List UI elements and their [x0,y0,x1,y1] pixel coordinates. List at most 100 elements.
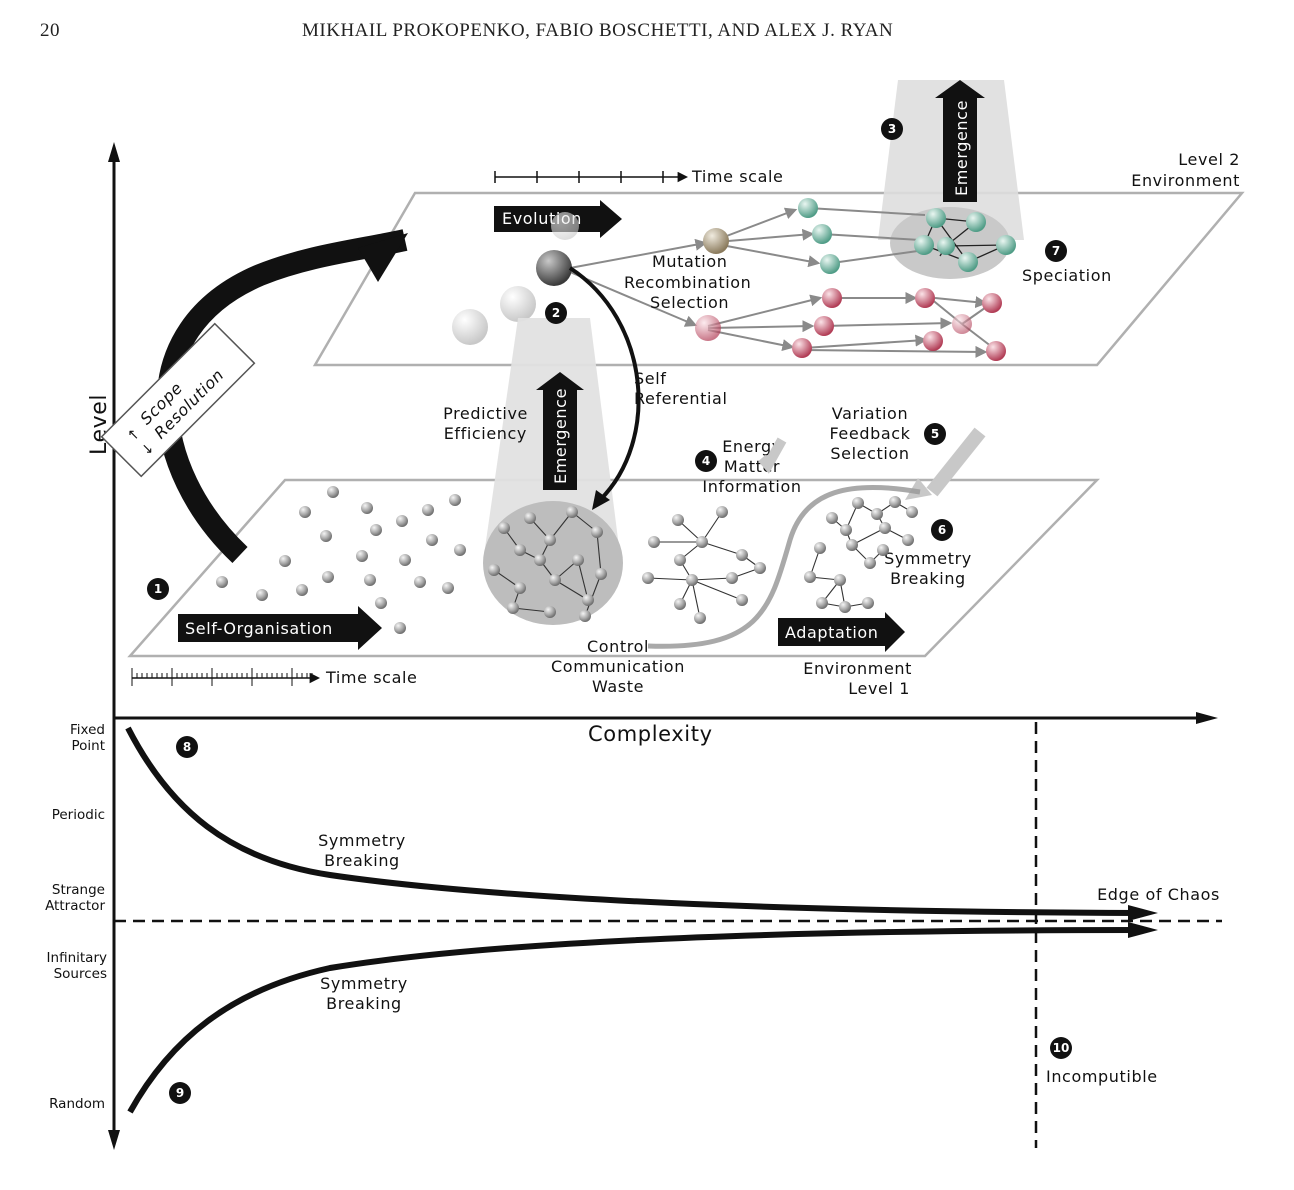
network-node [674,554,686,566]
particle [399,554,411,566]
referential-label: Referential [634,389,728,408]
particle [216,576,228,588]
network-node [534,554,546,566]
network-node [595,568,607,580]
network-node [736,594,748,606]
svg-text:7: 7 [1052,244,1060,258]
particle [454,544,466,556]
particle [279,555,291,567]
particle [322,571,334,583]
network-node [507,602,519,614]
network-node [826,512,838,524]
energy-label: Energy [722,437,782,456]
time-scale-level2 [494,171,689,183]
symmetry-label-lower: Symmetry [320,974,408,993]
marker-1: 1 [147,578,169,600]
particle [370,524,382,536]
network-node [814,542,826,554]
svg-text:3: 3 [888,122,896,136]
network-node [696,536,708,548]
point-label: Point [71,738,105,754]
network-node [488,564,500,576]
page-number: 20 [40,20,60,41]
self-organisation-arrow: Self-Organisation [178,606,382,650]
network-node [579,610,591,622]
network-node [864,557,876,569]
particle [361,502,373,514]
network-node [582,594,594,606]
running-header: MIKHAIL PROKOPENKO, FABIO BOSCHETTI, AND… [302,20,894,41]
y-axis-label: Level [87,394,112,455]
network-node [566,506,578,518]
particle [449,494,461,506]
environment-label-1: Environment [803,659,912,678]
network-node [549,574,561,586]
particle [296,584,308,596]
communication-label: Communication [551,657,685,676]
selection-label-mid: Selection [830,444,909,463]
scope-arc [156,229,408,563]
lower-trajectory [127,927,1141,1114]
network-node [514,544,526,556]
network-node [514,582,526,594]
emergence-cluster [483,501,623,625]
time-scale-label-2: Time scale [691,167,783,186]
network-node [902,534,914,546]
svg-text:Emergence: Emergence [551,388,570,484]
particle [320,530,332,542]
svg-text:10: 10 [1053,1041,1070,1055]
network-node [852,497,864,509]
network-node [816,597,828,609]
particle [327,486,339,498]
network-node [648,536,660,548]
network-node [877,544,889,556]
marker-10: 10 [1050,1037,1072,1059]
emergence-arrow-bottom: Emergence [536,372,584,490]
symmetry-label-l1: Symmetry [884,549,972,568]
network-node [839,601,851,613]
breaking-label-upper: Breaking [324,851,400,870]
control-label: Control [587,637,649,656]
edge-of-chaos-label: Edge of Chaos [1097,885,1220,904]
random-label: Random [49,1096,105,1112]
level2-subtitle: Environment [1131,171,1240,190]
fixed-label: Fixed [70,722,105,738]
periodic-label: Periodic [52,807,105,823]
attractor-label: Attractor [45,898,105,914]
incomputible-label: Incomputible [1046,1067,1158,1086]
network-node [726,572,738,584]
network-node [524,512,536,524]
variation-label: Variation [832,404,908,423]
network-node [672,514,684,526]
svg-text:4: 4 [702,454,710,468]
network-node [840,524,852,536]
marker-9: 9 [169,1082,191,1104]
x-axis-label: Complexity [588,722,713,746]
feedback-label: Feedback [830,424,911,443]
network-node [694,612,706,624]
level1-label: Level 1 [848,679,910,698]
control-flow [647,484,921,649]
svg-text:8: 8 [183,740,191,754]
network-node [674,598,686,610]
svg-text:Emergence: Emergence [952,100,971,196]
svg-text:Adaptation: Adaptation [785,623,879,642]
breaking-label-l1: Breaking [890,569,966,588]
network-node [754,562,766,574]
network-nodes [216,486,918,634]
network-node [906,506,918,518]
svg-text:2: 2 [552,306,560,320]
network-node [716,506,728,518]
particle [299,506,311,518]
infinitary-label: Infinitary [47,950,107,966]
particle [375,597,387,609]
recombination-label: Recombination [624,273,751,292]
particle [414,576,426,588]
marker-5: 5 [924,423,946,445]
network-node [879,522,891,534]
particle [426,534,438,546]
complexity-axis [114,712,1218,724]
network-node [871,508,883,520]
mutation-label: Mutation [652,252,727,271]
particle [364,574,376,586]
